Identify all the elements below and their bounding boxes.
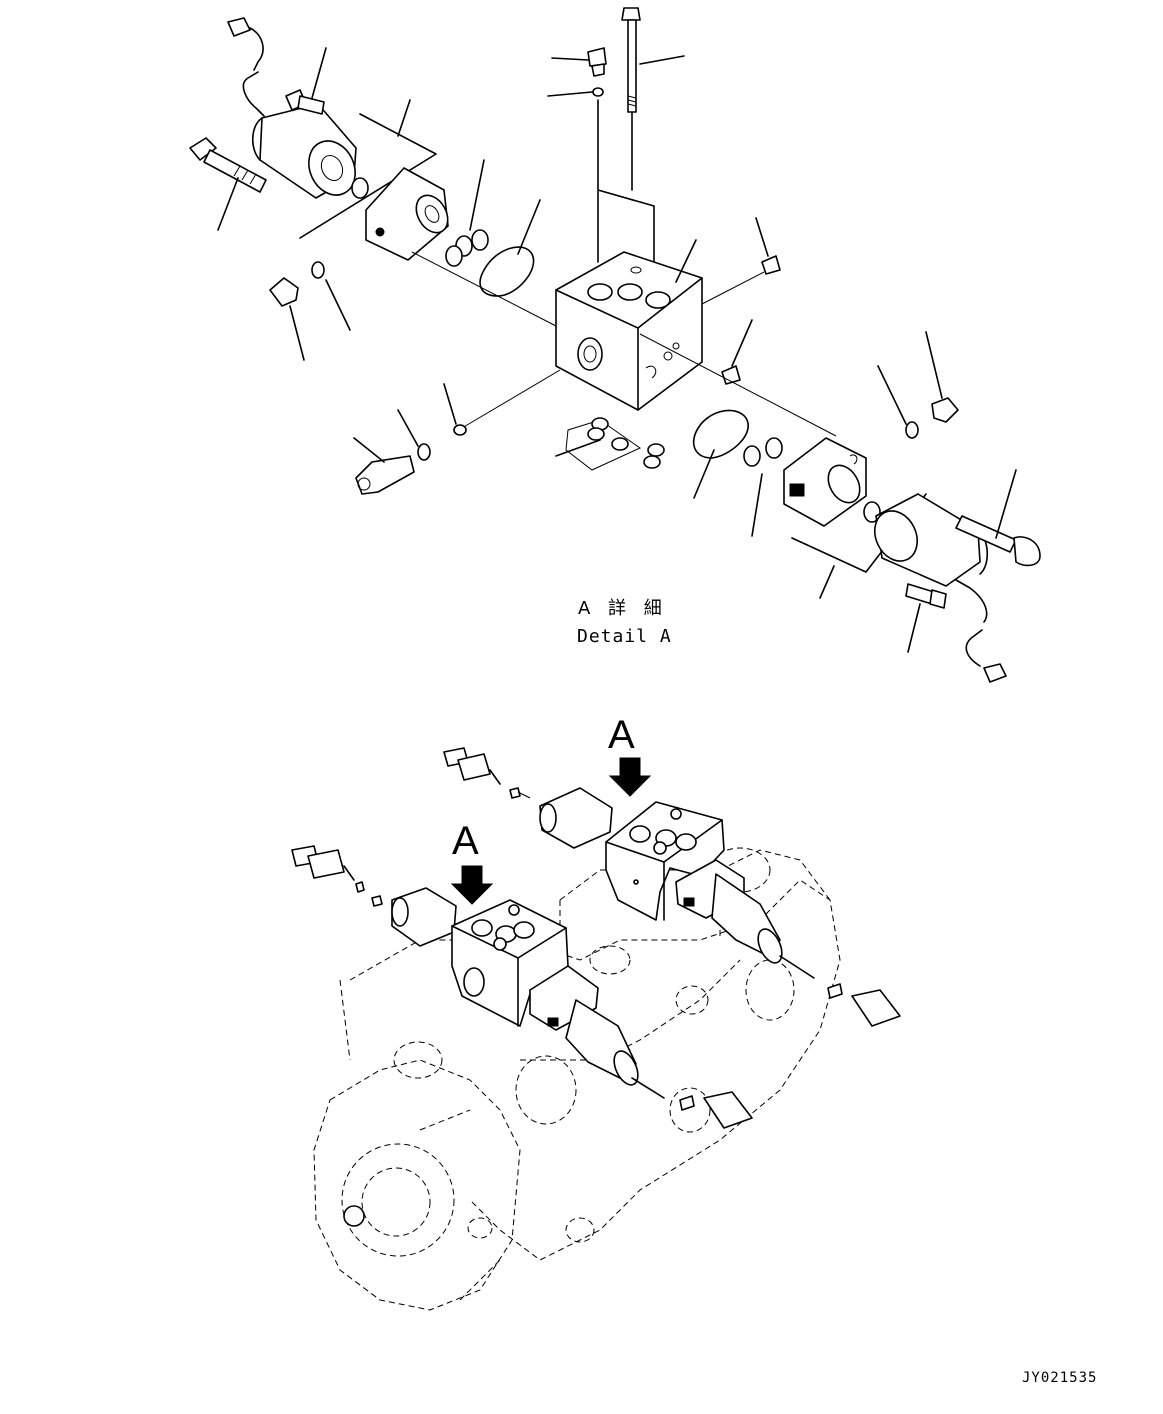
view-marker-label: A <box>608 713 635 757</box>
left-solenoid <box>251 103 357 199</box>
left-long-bolt <box>189 137 267 231</box>
right-short-bolt <box>905 583 947 653</box>
left-short-bolt <box>285 47 327 115</box>
lower-o-ring-2 <box>417 443 431 461</box>
detail-a-exploded-view: A 詳 細 Detail A <box>189 7 1041 683</box>
right-solenoid <box>874 493 1007 683</box>
assembly-centerlines <box>411 251 837 437</box>
right-small-o-ring <box>905 421 919 439</box>
drawing-code: JY021535 <box>1022 1370 1097 1386</box>
right-plug <box>925 331 959 423</box>
pump-assembly-view: A A <box>291 713 901 1311</box>
left-o-ring <box>351 177 369 199</box>
front-valve-assembly <box>291 845 753 1129</box>
bottom-shims <box>555 417 665 471</box>
view-marker-label: A <box>452 819 479 863</box>
left-bracket-leader <box>299 99 437 239</box>
left-plug <box>269 277 305 361</box>
view-arrow-rear <box>608 757 652 797</box>
left-shims <box>445 159 541 297</box>
right-long-bolt <box>955 469 1041 567</box>
detail-title-english: Detail A <box>577 626 672 647</box>
view-arrow-front <box>450 865 494 905</box>
lower-o-ring <box>453 424 467 436</box>
top-o-ring <box>592 87 604 97</box>
small-o-ring <box>311 261 325 279</box>
rear-valve-assembly <box>443 747 901 1027</box>
central-manifold-block <box>555 239 703 411</box>
top-long-bolt <box>621 7 685 113</box>
left-valve-body <box>365 167 449 261</box>
top-plug <box>551 47 607 77</box>
right-shims <box>692 409 783 537</box>
left-solenoid-connector <box>227 17 265 117</box>
top-leader <box>597 99 655 269</box>
block-side-plugs <box>721 217 781 385</box>
right-valve-body <box>783 437 867 527</box>
lower-left-fitting <box>353 437 415 495</box>
detail-title-japanese: A 詳 細 <box>578 598 668 619</box>
